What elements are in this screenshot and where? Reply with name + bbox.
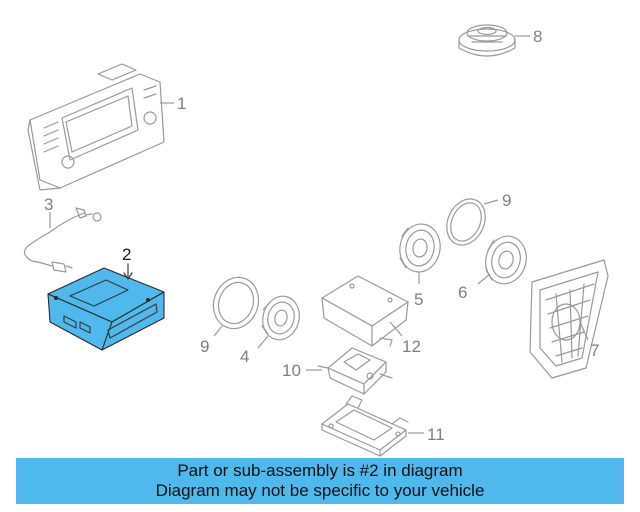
part-6-speaker[interactable]	[477, 232, 532, 289]
diagram-note-banner: Part or sub-assembly is #2 in diagram Di…	[16, 458, 624, 504]
callout-7: 7	[590, 341, 599, 360]
callout-9-right: 9	[502, 191, 511, 210]
callout-6: 6	[458, 283, 467, 302]
part-1-head-unit[interactable]	[27, 63, 174, 191]
part-2-media-module[interactable]	[47, 263, 165, 351]
callout-10: 10	[282, 361, 301, 380]
part-8-horn[interactable]	[458, 24, 530, 57]
callout-5: 5	[414, 290, 423, 309]
callout-8: 8	[533, 27, 542, 46]
banner-line-1: Part or sub-assembly is #2 in diagram	[177, 461, 463, 480]
part-3-antenna-cable[interactable]	[23, 207, 102, 273]
part-11-mounting-bracket[interactable]	[321, 395, 424, 457]
part-10-bracket-module[interactable]	[306, 347, 393, 395]
callout-12: 12	[402, 337, 421, 356]
part-5-speaker[interactable]	[396, 221, 444, 284]
part-9-ring-right[interactable]	[440, 193, 499, 252]
part-7-speaker-grille[interactable]	[529, 259, 609, 379]
callout-4: 4	[240, 347, 249, 366]
callout-11: 11	[427, 425, 445, 444]
part-4-speaker[interactable]	[257, 292, 304, 349]
callout-1: 1	[177, 94, 186, 113]
callout-3: 3	[44, 195, 53, 214]
banner-line-2: Diagram may not be specific to your vehi…	[155, 481, 485, 500]
callout-2: 2	[122, 245, 131, 264]
part-12-control-module[interactable]	[321, 275, 409, 347]
callout-9-left: 9	[200, 337, 209, 356]
part-9-ring-left[interactable]	[206, 271, 265, 337]
